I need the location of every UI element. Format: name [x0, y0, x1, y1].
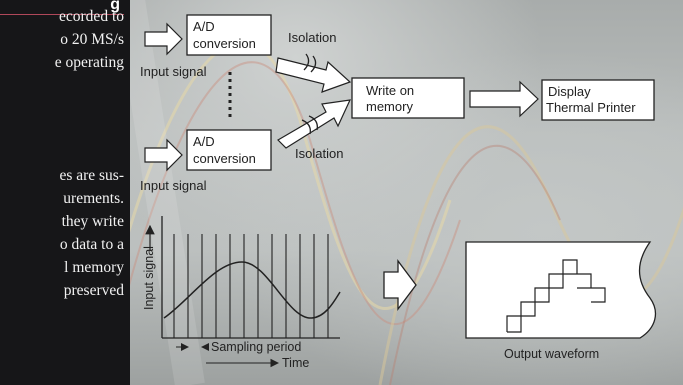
- paragraph-line: preserved: [63, 282, 124, 299]
- signal-flow-diagram: A/D conversion Input signal A/D conversi…: [140, 14, 657, 370]
- diagram-panel: A/D conversion Input signal A/D conversi…: [130, 0, 683, 385]
- paragraph-line: urements.: [63, 190, 124, 207]
- output-arrow: [469, 80, 539, 118]
- sampling-graph: [145, 216, 341, 368]
- paragraph-line: l memory: [64, 259, 124, 276]
- ad-bottom-line1: A/D: [193, 134, 215, 149]
- ad-top-line2: conversion: [193, 36, 256, 51]
- output-waveform-label: Output waveform: [504, 347, 599, 361]
- isolation-arrow-bottom: [277, 99, 352, 149]
- input-signal-top: Input signal: [140, 64, 207, 79]
- paragraph-line: e operating: [54, 54, 124, 71]
- write-memory-line2: memory: [366, 99, 413, 114]
- paragraph-2: es are sus- urements. they write o data …: [0, 164, 124, 302]
- section-heading: g: [110, 0, 120, 13]
- display-box: [541, 79, 655, 121]
- time-label: Time: [282, 356, 309, 370]
- sampling-period-label: Sampling period: [211, 340, 301, 354]
- ad-top-line1: A/D: [193, 19, 215, 34]
- y-axis-label: Input signal: [142, 246, 156, 310]
- paragraph-line: o data to a: [59, 236, 124, 253]
- input-arrow-bottom: [144, 138, 183, 172]
- ad-conversion-box-bottom: [186, 129, 272, 171]
- display-line2: Thermal Printer: [546, 100, 636, 115]
- display-line1: Display: [548, 84, 591, 99]
- conversion-arrow: [383, 259, 417, 311]
- staircase-waveform: [506, 259, 606, 333]
- isolation-arrow-top: [275, 57, 352, 93]
- output-waveform-card: [465, 241, 657, 339]
- heading-rule: [0, 14, 124, 15]
- input-arrow-top: [144, 22, 183, 56]
- input-signal-bottom: Input signal: [140, 178, 207, 193]
- ad-conversion-box-top: [186, 14, 272, 56]
- paragraph-line: es are sus-: [59, 167, 124, 184]
- paragraph-line: ecorded to: [59, 8, 124, 25]
- write-memory-line1: Write on: [366, 83, 414, 98]
- paragraph-line: they write: [61, 213, 124, 230]
- ad-bottom-line2: conversion: [193, 151, 256, 166]
- isolation-bottom: Isolation: [295, 146, 343, 161]
- isolation-top: Isolation: [288, 30, 336, 45]
- left-text-column: g ecorded to o 20 MS/s e operating es ar…: [0, 0, 130, 385]
- paragraph-1: ecorded to o 20 MS/s e operating: [0, 5, 124, 74]
- write-memory-box: [351, 77, 465, 119]
- paragraph-line: o 20 MS/s: [60, 31, 124, 48]
- background-waveforms: [130, 0, 683, 385]
